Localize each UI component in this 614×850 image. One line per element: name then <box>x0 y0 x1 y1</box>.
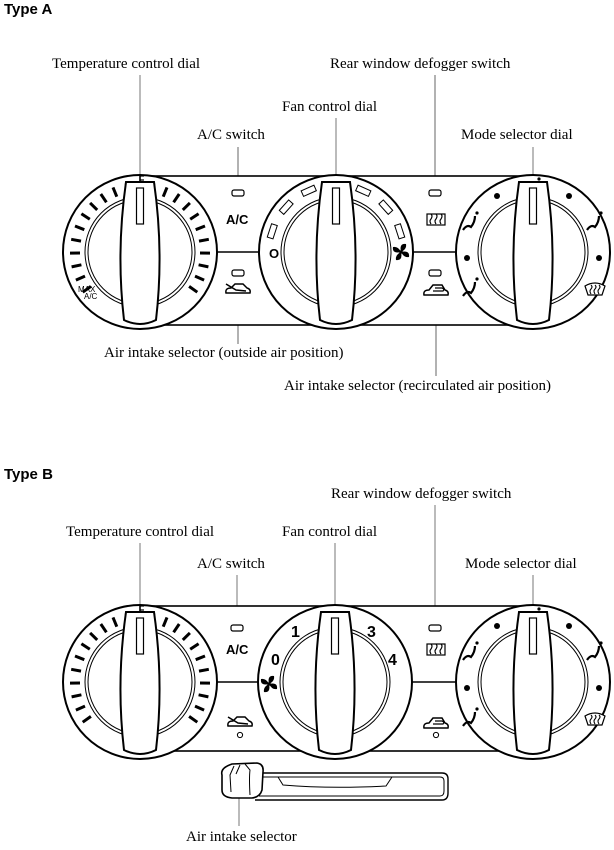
type-a-heading: Type A <box>4 1 53 18</box>
ac-switch-a[interactable]: A/C <box>226 212 249 227</box>
recirc-air-indicator-light-a <box>428 269 442 277</box>
temperature-tick <box>71 263 82 269</box>
temperature-tick <box>189 212 200 221</box>
mode-selector-dial-a[interactable] <box>455 174 611 330</box>
temperature-tick <box>172 193 181 204</box>
callout-fan-control-dial-a: Fan control dial <box>282 99 377 115</box>
callout-ac-switch-b: A/C switch <box>197 556 265 572</box>
temperature-knob[interactable] <box>119 611 161 755</box>
callout-temperature-control-dial-b: Temperature control dial <box>66 524 215 540</box>
callout-ac-switch-a: A/C switch <box>197 127 265 143</box>
outside-air-indicator-light-a <box>231 269 245 277</box>
temperature-tick <box>161 186 169 198</box>
temperature-tick <box>161 616 169 628</box>
temperature-tick <box>71 693 82 699</box>
fan-knob[interactable] <box>315 181 357 325</box>
temperature-tick <box>75 274 86 282</box>
type-b-heading: Type B <box>4 466 53 483</box>
max-ac-label-line2: A/C <box>84 292 98 301</box>
temperature-tick <box>198 263 209 269</box>
temperature-tick <box>189 642 200 651</box>
temperature-tick <box>99 623 108 634</box>
ac-indicator-light-a <box>231 189 245 197</box>
temperature-tick <box>188 715 199 724</box>
fan-speed-3: 3 <box>367 624 376 641</box>
fan-speed-4: 4 <box>388 652 397 669</box>
fan-speed-0: 0 <box>271 652 280 669</box>
rear-defogger-indicator-light-b <box>428 624 442 632</box>
temperature-tick <box>198 693 209 699</box>
rear-defogger-indicator-light-a <box>428 189 442 197</box>
temperature-tick <box>198 667 210 673</box>
temperature-tick <box>70 237 82 243</box>
temperature-scale-ticks <box>69 183 211 294</box>
temperature-tick <box>172 623 181 634</box>
temperature-tick <box>89 201 99 211</box>
temperature-tick <box>99 193 108 204</box>
front-defroster-icon <box>584 282 606 296</box>
callout-rear-defogger-switch-b: Rear window defogger switch <box>331 486 512 502</box>
air-intake-selector-lever[interactable] <box>220 762 449 801</box>
fan-speed-segment <box>278 199 294 216</box>
outside-air-indicator-light-b <box>236 731 244 739</box>
callout-fan-control-dial-b: Fan control dial <box>282 524 377 540</box>
ac-indicator-light-b <box>230 624 244 632</box>
temperature-tick <box>74 224 85 232</box>
temperature-tick <box>198 237 210 243</box>
fan-off-label: O <box>269 246 279 261</box>
fan-control-dial-b[interactable]: 0 1 2 3 4 <box>257 604 413 760</box>
temperature-knob[interactable] <box>119 181 161 325</box>
temperature-tick <box>80 642 91 651</box>
temperature-tick <box>111 186 119 198</box>
max-ac-label-line1: MAX <box>78 285 96 294</box>
fan-speed-segment <box>378 199 394 216</box>
temperature-tick <box>195 654 206 662</box>
temperature-control-dial-a[interactable]: MAX A/C <box>62 173 218 330</box>
air-intake-selector-handle[interactable] <box>220 762 264 799</box>
temperature-tick <box>74 654 85 662</box>
temperature-scale-ticks <box>69 613 211 724</box>
temperature-tick <box>80 212 91 221</box>
mode-knob[interactable] <box>512 611 554 755</box>
temperature-tick <box>188 285 199 294</box>
temperature-tick <box>75 704 86 712</box>
ac-switch-b[interactable]: A/C <box>226 642 249 657</box>
temperature-control-dial-b[interactable] <box>62 603 218 760</box>
temperature-tick <box>111 616 119 628</box>
rear-defroster-icon[interactable] <box>426 213 446 226</box>
fan-speed-segment <box>300 184 318 198</box>
fan-speed-segment <box>354 184 372 198</box>
rear-defroster-icon[interactable] <box>426 643 446 656</box>
fan-speed-1: 1 <box>291 624 300 641</box>
temperature-tick <box>81 715 92 724</box>
fan-speed-segment <box>266 223 278 240</box>
temperature-tick <box>70 667 82 673</box>
callout-mode-selector-dial-a: Mode selector dial <box>461 127 573 143</box>
fan-speed-segment <box>394 223 406 240</box>
type-b-panel: A/C 0 1 2 3 4 <box>62 505 611 826</box>
callout-air-intake-selector-b: Air intake selector <box>186 829 297 845</box>
temperature-tick <box>181 201 191 211</box>
callout-air-intake-outside-a: Air intake selector (outside air positio… <box>104 345 344 361</box>
temperature-tick <box>81 285 92 294</box>
recirc-air-indicator-light-b <box>432 731 440 739</box>
front-defroster-icon <box>584 712 606 726</box>
type-a-panel: MAX A/C A/C O <box>62 75 611 376</box>
callout-temperature-control-dial-a: Temperature control dial <box>52 56 201 72</box>
temperature-tick <box>195 224 206 232</box>
callout-rear-defogger-switch-a: Rear window defogger switch <box>330 56 511 72</box>
temperature-tick <box>194 704 205 712</box>
fan-knob[interactable] <box>314 611 356 755</box>
temperature-tick <box>194 274 205 282</box>
fan-control-dial-a[interactable]: O <box>258 174 414 330</box>
temperature-tick <box>181 631 191 641</box>
callout-air-intake-recirc-a: Air intake selector (recirculated air po… <box>284 378 551 394</box>
callout-mode-selector-dial-b: Mode selector dial <box>465 556 577 572</box>
mode-selector-dial-b[interactable] <box>455 604 611 760</box>
temperature-tick <box>89 631 99 641</box>
mode-knob[interactable] <box>512 181 554 325</box>
